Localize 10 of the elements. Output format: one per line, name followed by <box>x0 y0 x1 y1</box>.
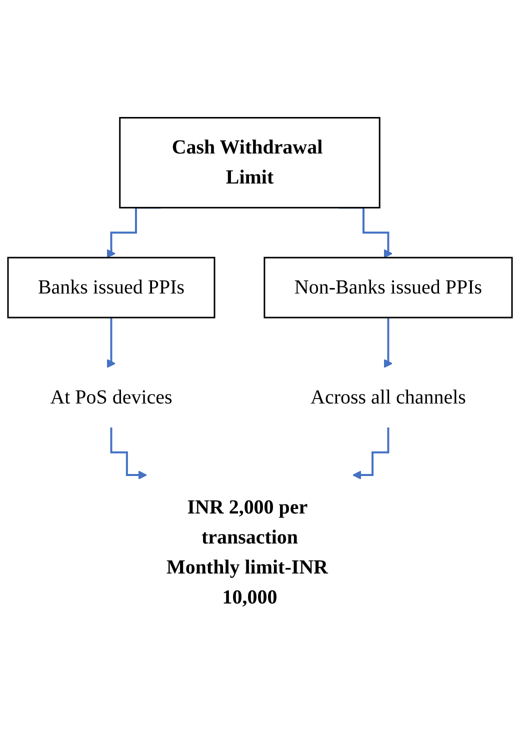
node-box: Banks issued PPIs <box>7 256 216 318</box>
node-text: INR 2,000 per transaction Monthly limit-INR 10,000 <box>166 496 328 608</box>
node-box: Non-Banks issued PPIs <box>264 256 513 318</box>
arrow <box>352 426 390 480</box>
node-box: Cash Withdrawal Limit <box>119 117 380 208</box>
arrow <box>106 316 116 368</box>
arrow <box>110 426 148 480</box>
arrow <box>384 316 393 368</box>
node-text: Across all channels <box>310 386 466 408</box>
node-text: At PoS devices <box>50 386 172 408</box>
